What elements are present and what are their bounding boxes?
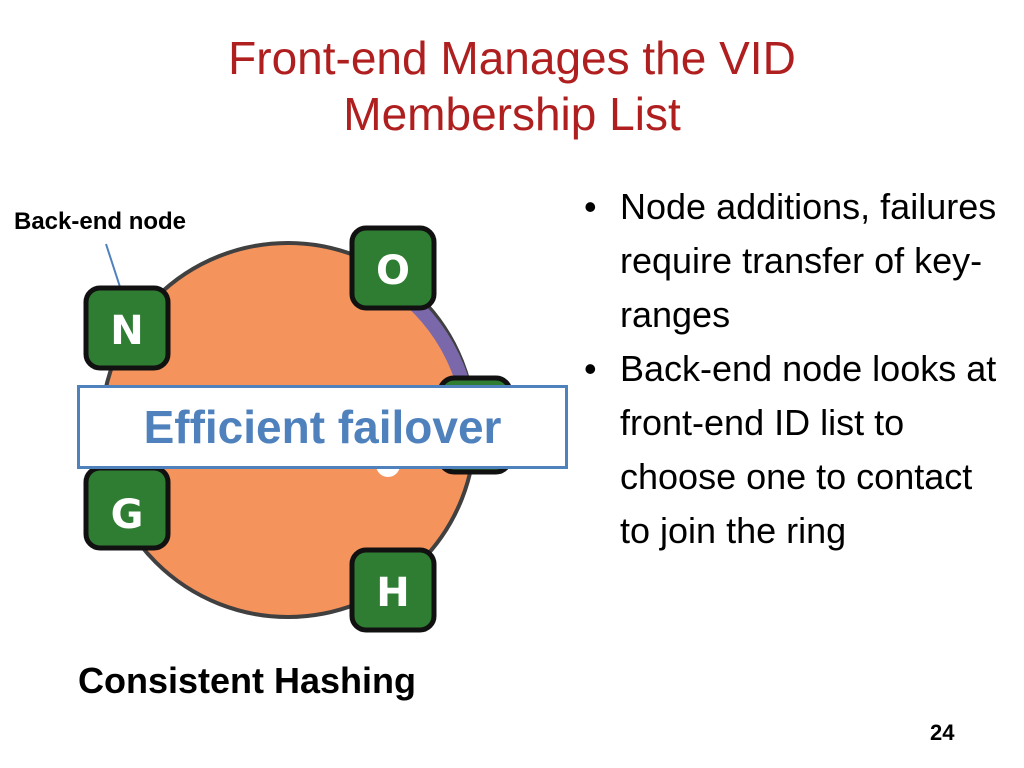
node-h: H <box>349 547 437 633</box>
node-g-label: G <box>111 492 144 538</box>
bullet-item: • Node additions, failures require trans… <box>580 180 1000 342</box>
node-o-label: O <box>376 248 410 294</box>
node-n-label: N <box>110 308 143 354</box>
node-h-label: H <box>376 570 409 616</box>
backend-node-label: Back-end node <box>14 208 187 235</box>
backend-pointer-line <box>105 243 122 291</box>
title-line-1: Front-end Manages the VID <box>228 32 796 84</box>
bullet-dot: • <box>584 348 597 389</box>
efficient-failover-callout: Efficient failover <box>77 385 568 469</box>
bullet-list: • Node additions, failures require trans… <box>580 180 1000 558</box>
node-n: N <box>83 285 171 371</box>
node-o: O <box>349 225 437 311</box>
bullet-text: Node additions, failures require transfe… <box>620 186 997 335</box>
diagram-caption: Consistent Hashing <box>78 660 417 701</box>
node-g: G <box>83 465 171 551</box>
consistent-hashing-diagram: O N G H <box>83 225 513 633</box>
bullet-item: • Back-end node looks at front-end ID li… <box>580 342 1000 558</box>
title-line-2: Membership List <box>343 88 681 140</box>
bullet-text: Back-end node looks at front-end ID list… <box>620 348 997 551</box>
slide-title: Front-end Manages the VID Membership Lis… <box>0 30 1024 142</box>
bullet-dot: • <box>584 186 597 227</box>
page-number: 24 <box>930 720 955 745</box>
